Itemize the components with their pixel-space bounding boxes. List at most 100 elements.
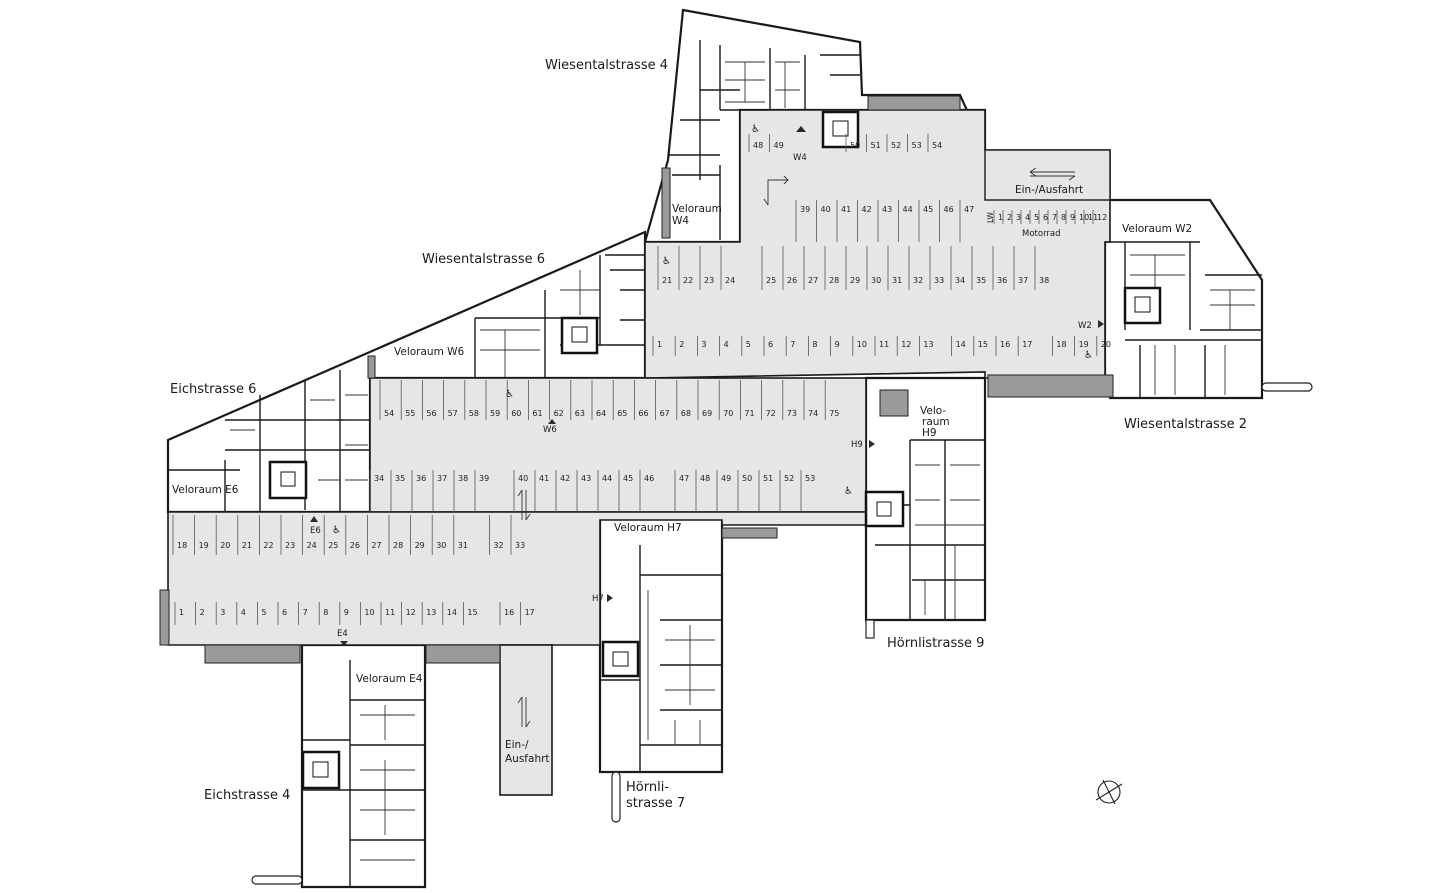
stall-number: 9 [1070, 213, 1075, 222]
street-label-hoernli-9: Hörnlistrasse 9 [887, 636, 984, 651]
stall-number: 55 [405, 409, 415, 418]
stall-number: 50 [742, 474, 752, 483]
wheelchair-icon: ♿ [751, 124, 760, 135]
direction-arrows [517, 167, 1076, 728]
stair-inner [280, 471, 296, 487]
stair-inner [571, 326, 588, 343]
garage-main [369, 377, 867, 513]
room-label-velo-w6: Veloraum W6 [394, 346, 465, 358]
stall-number: 32 [913, 276, 923, 285]
interior-wall [600, 545, 722, 772]
wheelchair-icon: ♿ [332, 525, 341, 536]
entrance-marker-w2 [1098, 320, 1104, 328]
interior-wall [647, 590, 715, 745]
stall-number: 1 [179, 608, 184, 617]
stall-number: 46 [644, 474, 654, 483]
label-lw: LW [986, 212, 995, 223]
compass-icon [1095, 779, 1123, 805]
stall-number: 47 [964, 205, 974, 214]
stall-number: 13 [923, 340, 933, 349]
stall-number: 3 [1016, 213, 1021, 222]
stall-dividers [172, 134, 1098, 625]
room-label-velo-e4: Veloraum E4 [356, 673, 423, 685]
stall-number: 22 [263, 541, 273, 550]
edge-bars [159, 95, 1114, 664]
stall-number: 23 [704, 276, 714, 285]
stair-core [601, 640, 640, 678]
interior-wall [168, 370, 370, 512]
stall-number: 26 [350, 541, 360, 550]
stall-number: 54 [384, 409, 394, 418]
stall-number: 57 [448, 409, 458, 418]
stair-core [864, 490, 905, 528]
building-outlines [166, 8, 1264, 889]
entrance-marker-w6 [548, 419, 556, 424]
ramp-top-right [984, 149, 1111, 201]
stall-number: 4 [724, 340, 729, 349]
stall-number: 45 [923, 205, 933, 214]
stall-number: 5 [261, 608, 266, 617]
label-ein-ausfahrt-bottom-1: Ein-/ [505, 739, 529, 751]
interior-wall [668, 40, 860, 240]
stall-number: 51 [871, 141, 881, 150]
stall-number: 13 [426, 608, 436, 617]
stall-number: 14 [956, 340, 966, 349]
stall-number: 19 [199, 541, 209, 550]
walkway [865, 619, 875, 639]
stall-number: 44 [602, 474, 612, 483]
stall-number: 28 [393, 541, 403, 550]
stall-number: 37 [437, 474, 447, 483]
interior-wall [915, 464, 985, 620]
arrow-icon [1029, 167, 1076, 181]
stall-number: 2 [200, 608, 205, 617]
stall-number: 34 [374, 474, 384, 483]
wall-bar [879, 389, 909, 417]
room-label-velo-h9-2: raum [922, 416, 950, 428]
stall-number: 15 [978, 340, 988, 349]
entrance-marker-e4 [340, 641, 348, 646]
entrance-marker-h7 [607, 594, 613, 602]
stall-number: 41 [841, 205, 851, 214]
stall-number: 22 [683, 276, 693, 285]
stall-number: 48 [753, 141, 763, 150]
stall-number: 30 [871, 276, 881, 285]
stall-number: 52 [891, 141, 901, 150]
interior-wall [360, 705, 415, 861]
stall-number: 8 [812, 340, 817, 349]
arrow-icon [517, 489, 531, 521]
stall-number: 6 [282, 608, 287, 617]
entrance-marker-h9 [869, 440, 875, 448]
stall-number: 12 [901, 340, 911, 349]
stall-number: 31 [458, 541, 468, 550]
stall-number: 59 [490, 409, 500, 418]
stall-number: 43 [882, 205, 892, 214]
stall-number: 10 [1079, 213, 1089, 222]
stall-number: 71 [744, 409, 754, 418]
stair-inner [876, 501, 892, 517]
stall-number: 10 [857, 340, 867, 349]
stall-number: 6 [1043, 213, 1048, 222]
room-label-velo-w4: Veloraum [672, 203, 722, 215]
stall-number: 51 [763, 474, 773, 483]
stall-number: 4 [1025, 213, 1030, 222]
stall-number: 42 [862, 205, 872, 214]
stall-number: 32 [493, 541, 503, 550]
room-label-velo-h9-1: Velo- [920, 405, 946, 417]
room-label-motorrad: Motorrad [1022, 229, 1061, 239]
entrance-marker-w4 [796, 126, 806, 132]
interior-wall [1130, 254, 1255, 395]
stall-number: 33 [515, 541, 525, 550]
interior-wall [302, 660, 425, 887]
stall-number: 8 [323, 608, 328, 617]
wall-bar [159, 589, 170, 646]
stall-number: 27 [371, 541, 381, 550]
wall-bar [867, 95, 961, 111]
label-ein-ausfahrt-top: Ein-/Ausfahrt [1015, 184, 1083, 196]
street-label-hoernli-7-line1: Hörnli- [626, 780, 669, 795]
stair-core [821, 110, 860, 149]
entrance-markers: W4 W2 W6 H9 E6 H7 E4 [310, 126, 1104, 646]
stair-inner [1134, 296, 1151, 313]
room-label-velo-w4-code: W4 [672, 215, 689, 227]
stall-number: 39 [479, 474, 489, 483]
